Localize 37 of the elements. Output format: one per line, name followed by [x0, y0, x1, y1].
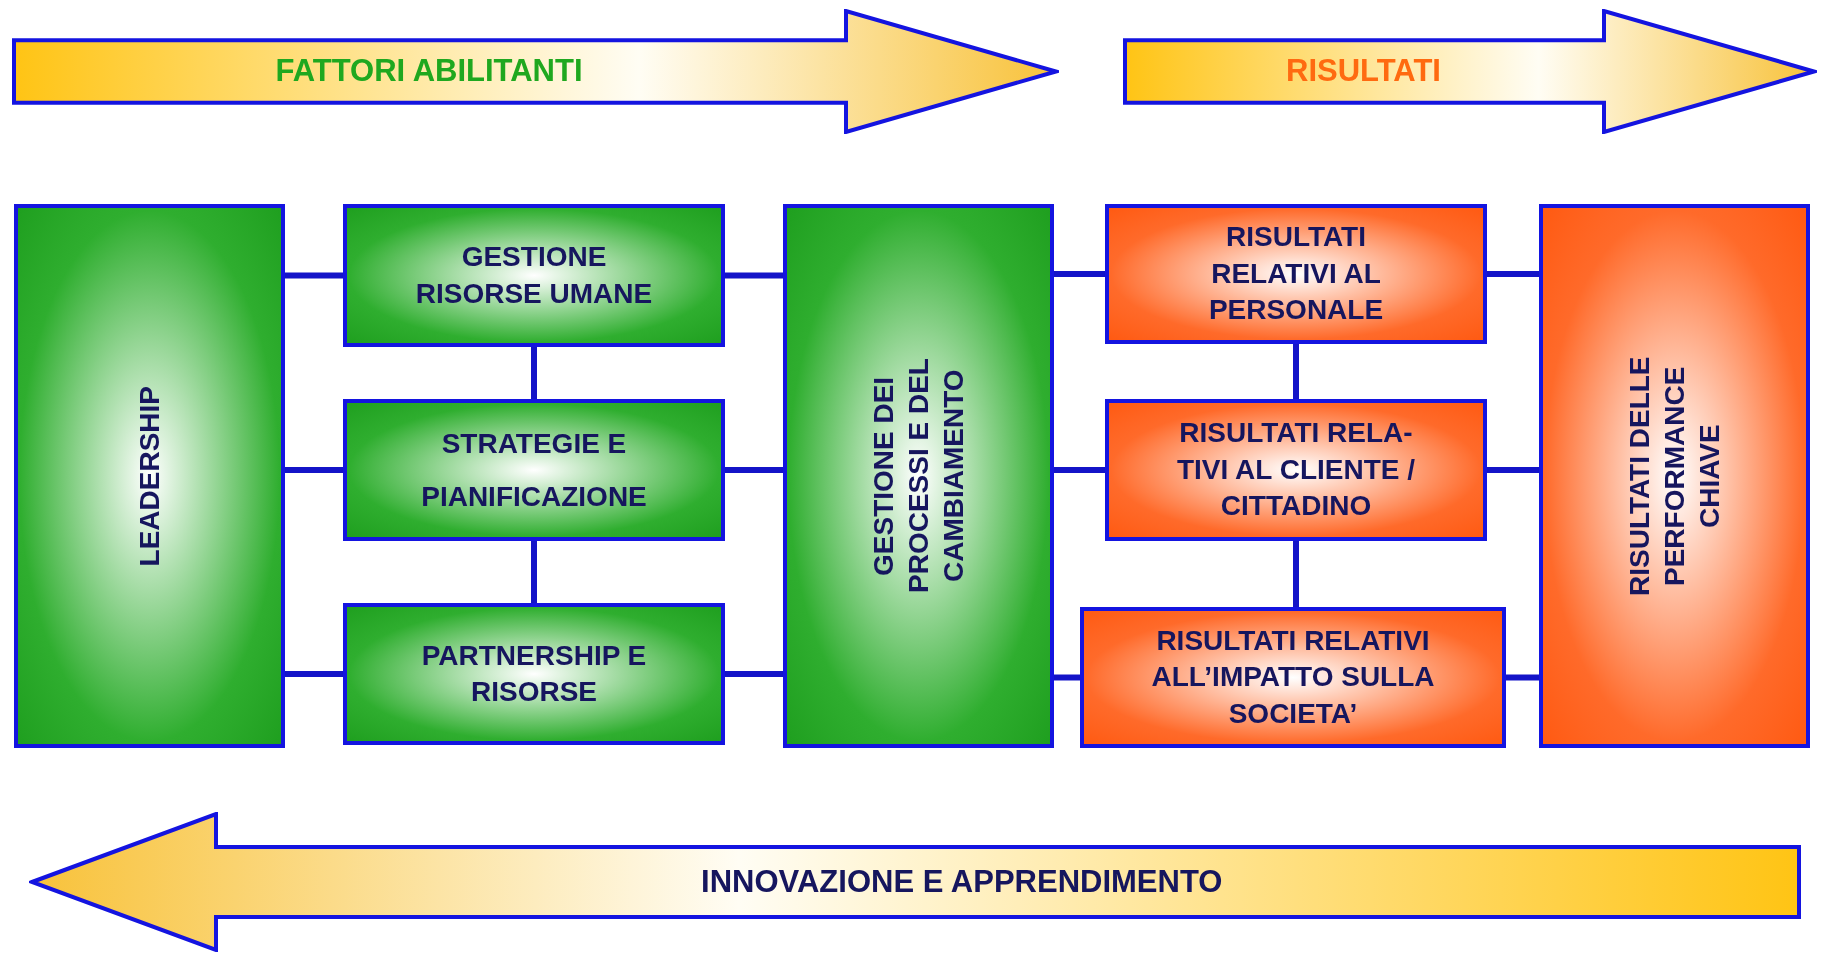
connector-line — [725, 467, 783, 473]
connector-line — [1506, 674, 1539, 681]
connector-line — [285, 272, 343, 279]
connector-line — [531, 541, 537, 603]
box-label: RISULTATI RELATIVI AL PERSONALE — [1207, 220, 1385, 328]
box-label: GESTIONE RISORSE UMANE — [414, 240, 654, 311]
box-label: PARTNERSHIP E RISORSE — [420, 638, 648, 709]
box-label: RISULTATI DELLE PERFORMANCE CHIAVE — [1623, 355, 1726, 598]
box-label: LEADERSHIP — [133, 385, 166, 567]
model-box — [1105, 399, 1487, 541]
banner-label: RISULTATI — [1286, 52, 1441, 91]
box-label: GESTIONE DEI PROCESSI E DEL CAMBIAMENTO — [867, 357, 970, 596]
connector-line — [1487, 271, 1539, 277]
model-box — [783, 204, 1054, 748]
box-label: STRATEGIE E PIANIFICAZIONE — [420, 426, 648, 514]
model-box — [1539, 204, 1810, 748]
model-box — [1105, 204, 1487, 344]
box-label: RISULTATI RELATIVI ALL’IMPATTO SULLA SOCIETA’ — [1150, 623, 1436, 731]
connector-line — [1054, 271, 1105, 277]
banner-label: FATTORI ABILITANTI — [275, 52, 583, 91]
connector-line — [1487, 467, 1539, 473]
model-box — [343, 204, 725, 347]
connector-line — [1293, 344, 1299, 399]
connector-line — [285, 467, 343, 473]
box-label: RISULTATI RELA- TIVI AL CLIENTE / CITTADINO — [1176, 416, 1416, 524]
connector-line — [531, 347, 537, 399]
connector-line — [1054, 467, 1105, 473]
connector-line — [1054, 674, 1080, 681]
model-box — [14, 204, 285, 748]
connector-line — [1293, 541, 1299, 607]
connector-line — [285, 671, 343, 677]
model-box — [343, 603, 725, 745]
connector-line — [725, 671, 783, 677]
model-box — [1080, 607, 1506, 748]
connector-line — [725, 272, 783, 279]
model-box — [343, 399, 725, 541]
banner-label: INNOVAZIONE E APPRENDIMENTO — [701, 862, 1223, 901]
